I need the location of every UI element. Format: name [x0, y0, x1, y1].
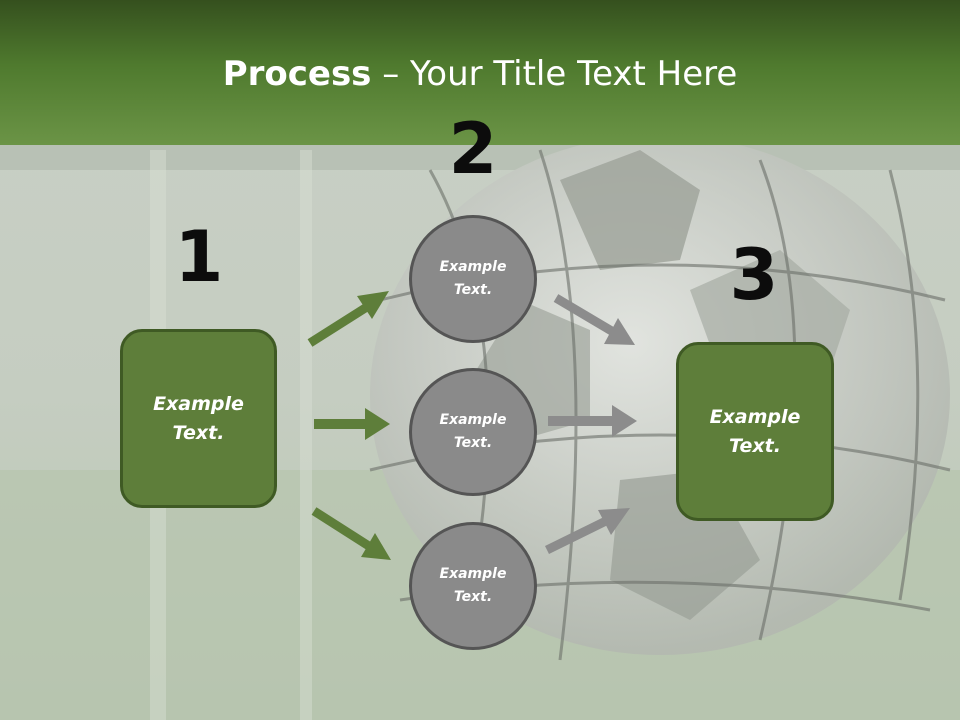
- step-number-2: 2: [448, 108, 498, 190]
- circle-middle-text: Example Text.: [439, 412, 507, 451]
- slide-title: Process – Your Title Text Here: [0, 52, 960, 96]
- title-rest: – Your Title Text Here: [371, 54, 738, 94]
- step-2-circle-top[interactable]: Example Text.: [409, 215, 537, 343]
- step-1-box[interactable]: Example Text.: [120, 329, 277, 508]
- arrow-down-right: [311, 507, 391, 560]
- step-number-1: 1: [174, 216, 224, 298]
- green-arrows: [307, 291, 391, 560]
- step-2-circle-bottom[interactable]: Example Text.: [409, 522, 537, 650]
- step-3-text: Example Text.: [709, 405, 801, 457]
- arrow-right: [314, 408, 390, 440]
- arrow-gray-down-right: [553, 294, 635, 345]
- circle-top-text: Example Text.: [439, 259, 507, 298]
- arrow-gray-up-right: [545, 508, 630, 555]
- arrow-gray-right: [548, 405, 637, 437]
- gray-arrows: [545, 294, 637, 555]
- circle-bottom-text: Example Text.: [439, 566, 507, 605]
- arrow-up-right: [307, 291, 389, 347]
- step-number-3: 3: [729, 234, 779, 316]
- step-3-box[interactable]: Example Text.: [676, 342, 834, 521]
- step-2-circle-middle[interactable]: Example Text.: [409, 368, 537, 496]
- title-bold: Process: [222, 54, 372, 94]
- step-1-text: Example Text.: [153, 392, 244, 444]
- title-bar: [0, 0, 960, 145]
